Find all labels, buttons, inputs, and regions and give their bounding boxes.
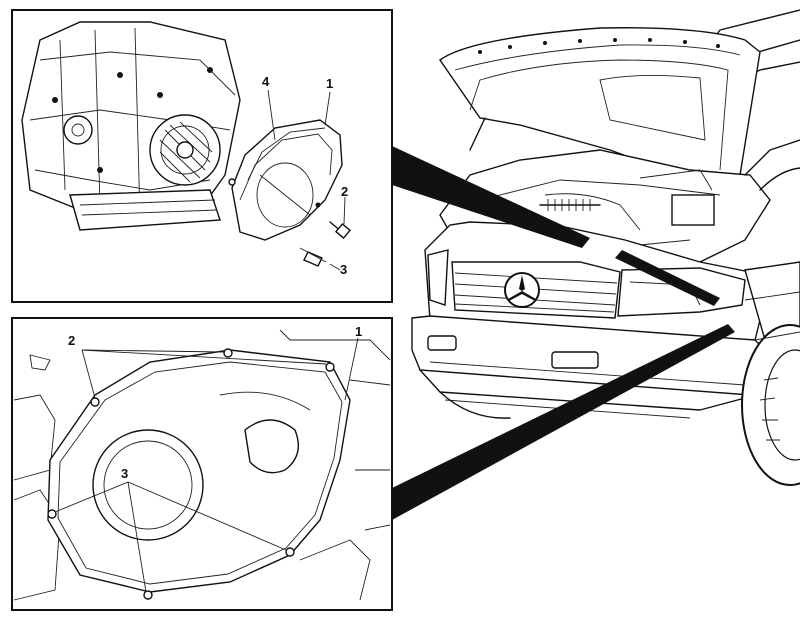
callout-1: 1	[326, 76, 333, 91]
engine-hose	[539, 199, 601, 211]
callout-4: 4	[262, 74, 270, 89]
callout-2: 2	[341, 184, 348, 199]
top-inset: 4 1 2 3	[11, 9, 393, 303]
bolt-2	[329, 221, 352, 240]
bolt-holes	[47, 348, 335, 600]
callout-3: 3	[340, 262, 347, 277]
cover-plate	[47, 349, 351, 593]
cover-plate-exploded	[228, 119, 343, 241]
plug-3	[299, 247, 327, 267]
left-headlight	[427, 249, 449, 306]
callout-1: 1	[355, 324, 362, 339]
right-fog-light	[551, 351, 599, 369]
right-front-wheel	[741, 324, 800, 486]
bottom-inset: 2 1 3	[11, 317, 393, 611]
battery	[671, 194, 715, 226]
pointer-wedge-lower	[392, 324, 735, 520]
callout-3: 3	[121, 466, 128, 481]
callout-2: 2	[68, 333, 75, 348]
pointer-wedge-upper-2	[615, 250, 720, 306]
van-front-view	[392, 9, 800, 520]
left-fog-light	[427, 335, 457, 351]
transmission-assembly	[21, 21, 241, 231]
star-emblem-icon	[504, 272, 540, 308]
open-hood	[439, 27, 761, 191]
hood-dots	[478, 38, 720, 54]
pointer-wedge-upper	[392, 146, 590, 248]
